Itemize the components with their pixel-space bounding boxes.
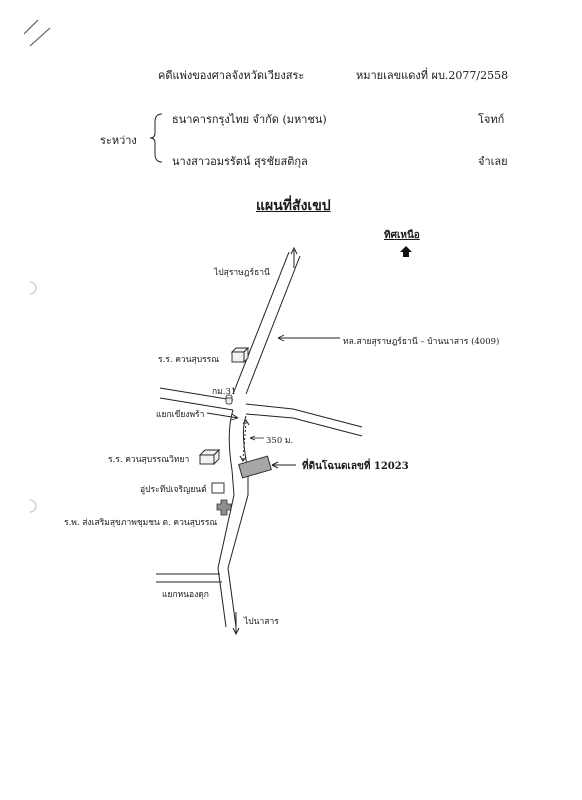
highway-label-arrow xyxy=(277,334,340,342)
distance-label: 350 ม. xyxy=(266,436,294,446)
garage-label: อู่ประทีปเจริญยนต์ xyxy=(140,485,207,495)
junction-1-label: แยกเขียงพร้า xyxy=(156,410,205,420)
to-nasan-label: ไปนาสาร xyxy=(244,617,279,627)
to-nasan-arrow-icon xyxy=(232,612,240,636)
party-brace xyxy=(149,113,163,163)
punch-hole-bottom xyxy=(29,499,37,513)
hospital-cross-icon xyxy=(216,499,232,516)
to-surat-arrow-icon xyxy=(290,246,298,268)
land-parcel-icon xyxy=(238,455,272,479)
defendant-role: จำเลย xyxy=(478,155,508,168)
north-arrow-icon xyxy=(400,246,412,257)
case-number: หมายเลขแดงที่ ผบ.2077/2558 xyxy=(356,69,509,82)
plaintiff-name: ธนาคารกรุงไทย จำกัด (มหาชน) xyxy=(172,113,327,126)
between-label: ระหว่าง xyxy=(100,134,137,147)
to-surat-label: ไปสุราษฎร์ธานี xyxy=(214,268,270,278)
school-1-building-icon xyxy=(230,346,250,364)
court-name: คดีแพ่งของศาลจังหวัดเวียงสระ xyxy=(158,69,305,82)
land-label: ที่ดินโฉนดเลขที่ 12023 xyxy=(302,461,409,472)
highway-label: ทล.สายสุราษฎร์ธานี – บ้านนาสาร (4009) xyxy=(343,337,500,347)
defendant-name: นางสาวอมรรัตน์ สุรชัยสติกุล xyxy=(172,155,308,168)
map-title: แผนที่สังเขป xyxy=(256,198,331,214)
hospital-label: ร.พ. ส่งเสริมสุขภาพชุมชน ต. ควนสุบรรณ xyxy=(64,518,218,528)
distance-arrowheads xyxy=(239,419,250,462)
junction-1-arrow xyxy=(206,412,239,421)
school-1-label: ร.ร. ควนสุบรรณ xyxy=(158,355,220,365)
km-marker-icon xyxy=(225,394,233,405)
plaintiff-role: โจทก์ xyxy=(478,113,505,126)
school-2-label: ร.ร. ควนสุบรรณวิทยา xyxy=(108,455,190,465)
junction-2-label: แยกหนองดุก xyxy=(162,590,209,600)
school-2-building-icon xyxy=(198,448,221,466)
north-label: ทิศเหนือ xyxy=(384,230,420,241)
junction-1-left-road xyxy=(159,387,234,411)
punch-hole-top xyxy=(29,281,37,295)
land-label-arrow xyxy=(271,461,296,469)
garage-icon xyxy=(211,482,225,494)
handwritten-mark xyxy=(23,19,51,47)
junction-2-road xyxy=(156,573,222,583)
junction-1-right-road xyxy=(245,403,363,437)
distance-label-arrow xyxy=(249,435,264,441)
km-marker-label: กม.31 xyxy=(212,387,237,397)
